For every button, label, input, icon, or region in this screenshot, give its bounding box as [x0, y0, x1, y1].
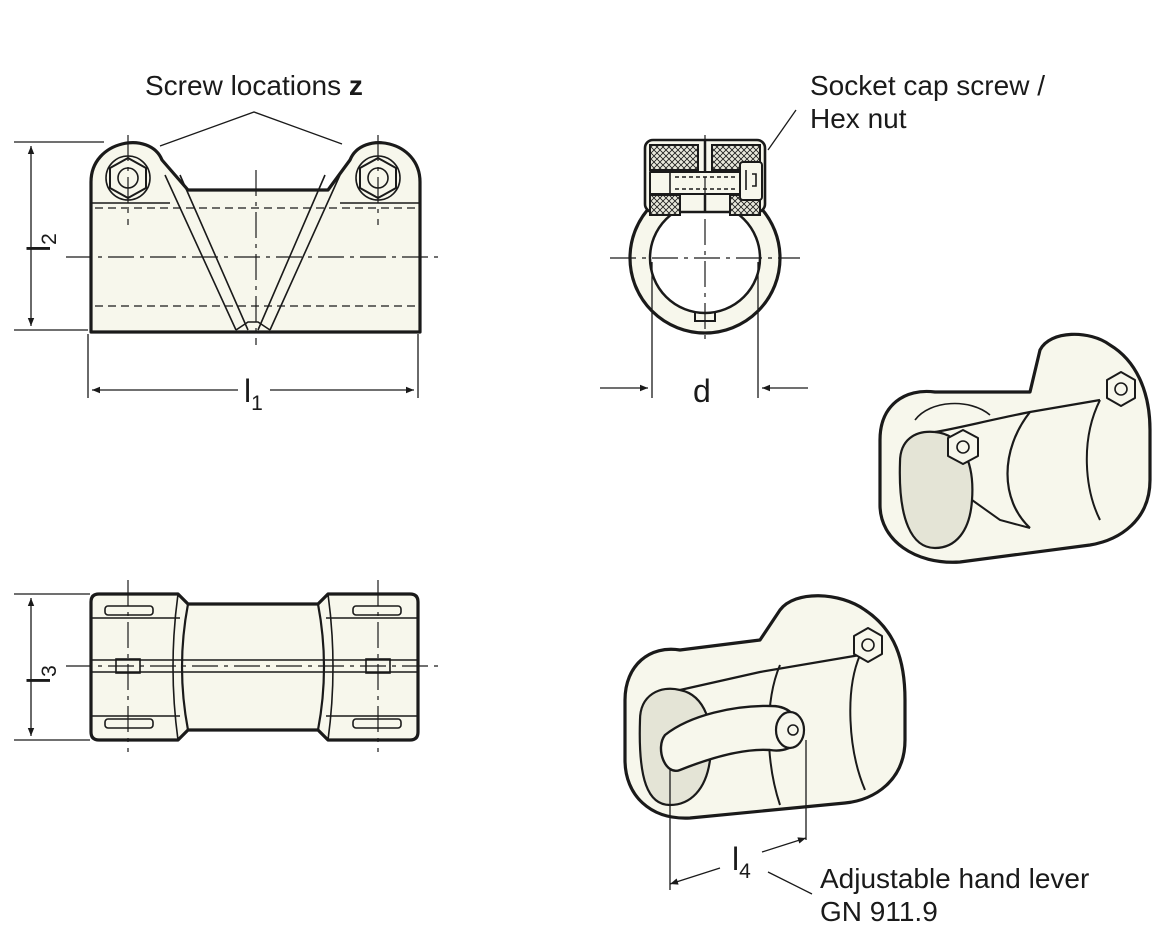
hand-lever-icon — [659, 704, 806, 772]
hex-screw-icon — [1106, 371, 1136, 407]
hex-screw-icon — [853, 627, 883, 663]
plan-view — [14, 580, 440, 752]
dim-l1: l1 — [244, 373, 263, 415]
dim-d: d — [693, 373, 711, 409]
hex-screw-icon — [947, 429, 979, 465]
plan-view-body — [89, 592, 420, 742]
iso-view-screw — [878, 332, 1152, 564]
dim-l4: l4 — [732, 841, 751, 883]
dim-l2: l2 — [21, 233, 61, 252]
side-view — [600, 109, 808, 398]
screw-locations-label: Screw locations z — [145, 70, 363, 101]
hatch-section — [649, 144, 699, 171]
socket-cap-screw-label: Socket cap screw / — [810, 70, 1045, 101]
front-view-slit-left — [164, 174, 249, 331]
dim-l3: l3 — [21, 665, 61, 684]
front-view-slit-right — [257, 174, 341, 331]
hex-nut-label: Hex nut — [810, 103, 907, 134]
hand-lever-part-number: GN 911.9 — [820, 896, 938, 927]
front-view — [14, 111, 440, 398]
iso-view-hand-lever — [623, 594, 907, 895]
hand-lever-label: Adjustable hand lever — [820, 863, 1089, 894]
